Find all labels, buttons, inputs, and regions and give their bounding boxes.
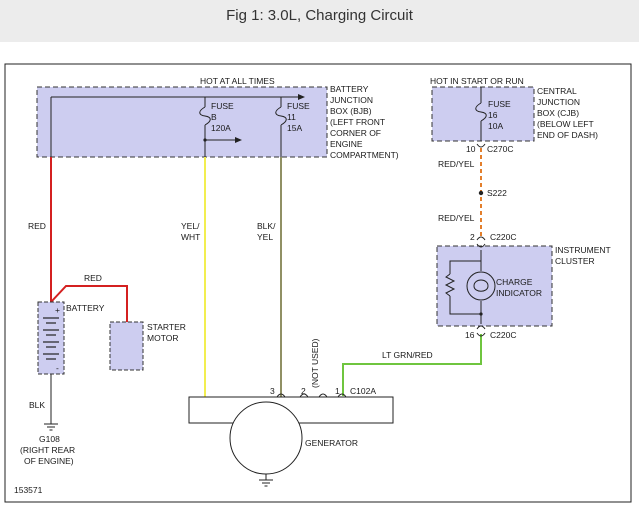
- connector-c220c-bottom-pin: 16: [465, 330, 475, 340]
- wire-label-blk: BLK: [29, 400, 45, 410]
- svg-text:BLK/: BLK/: [257, 221, 276, 231]
- bjb-label: BATTERY JUNCTION BOX (BJB) (LEFT FRONT C…: [330, 84, 399, 160]
- fuse-b-symbol: [199, 106, 211, 126]
- not-used-label: (NOT USED): [310, 338, 320, 388]
- connector-c220c-bottom-label: C220C: [490, 330, 516, 340]
- wire-lt-grn-red: [342, 334, 482, 396]
- bjb-splice-dot: [203, 138, 207, 142]
- generator-pin-2: 2: [301, 386, 306, 396]
- svg-text:CENTRAL: CENTRAL: [537, 86, 577, 96]
- svg-text:120A: 120A: [211, 123, 231, 133]
- ground-g108-symbol: [44, 423, 58, 431]
- svg-text:YEL/: YEL/: [181, 221, 200, 231]
- wire-red-starter: [50, 285, 128, 322]
- svg-text:15A: 15A: [287, 123, 302, 133]
- connector-c220c-top-symbol: [476, 236, 486, 248]
- svg-text:10A: 10A: [488, 121, 503, 131]
- svg-text:JUNCTION: JUNCTION: [330, 95, 373, 105]
- ground-g108-label: G108 (RIGHT REAR OF ENGINE): [20, 434, 75, 466]
- battery-cells: [43, 317, 59, 360]
- svg-text:STARTER: STARTER: [147, 322, 186, 332]
- generator-pin3-symbol: [276, 393, 286, 398]
- svg-text:FUSE: FUSE: [287, 101, 310, 111]
- svg-text:(BELOW LEFT: (BELOW LEFT: [537, 119, 594, 129]
- starter-motor-box: [109, 321, 144, 371]
- charge-indicator-label: CHARGE INDICATOR: [496, 277, 542, 298]
- cjb-label: CENTRAL JUNCTION BOX (CJB) (BELOW LEFT E…: [537, 86, 598, 140]
- generator-symbol: [229, 401, 303, 475]
- svg-text:(LEFT FRONT: (LEFT FRONT: [330, 117, 385, 127]
- hot-in-start-or-run-label: HOT IN START OR RUN: [430, 76, 524, 86]
- svg-text:CLUSTER: CLUSTER: [555, 256, 595, 266]
- svg-text:B: B: [211, 112, 217, 122]
- battery-plus-sign: +: [55, 305, 60, 315]
- wire-label-blk-yel: BLK/ YEL: [257, 221, 276, 242]
- charge-indicator-filament: [473, 279, 489, 292]
- generator-connector-c102a-symbol: [299, 393, 347, 398]
- fuse-16-label: FUSE 16 10A: [488, 99, 511, 131]
- fuse-11-label: FUSE 11 15A: [287, 101, 310, 133]
- svg-text:JUNCTION: JUNCTION: [537, 97, 580, 107]
- splice-s222: [478, 190, 484, 196]
- svg-text:INSTRUMENT: INSTRUMENT: [555, 245, 611, 255]
- svg-text:YEL: YEL: [257, 232, 273, 242]
- wire-label-red-yel-2: RED/YEL: [438, 213, 475, 223]
- battery-box: [37, 301, 65, 375]
- generator-pin-3: 3: [270, 386, 275, 396]
- svg-text:END OF DASH): END OF DASH): [537, 130, 598, 140]
- generator-pin-1: 1: [335, 386, 340, 396]
- svg-text:MOTOR: MOTOR: [147, 333, 178, 343]
- fuse-16-symbol: [475, 102, 487, 122]
- svg-text:16: 16: [488, 110, 498, 120]
- cluster-label: INSTRUMENT CLUSTER: [555, 245, 611, 266]
- svg-text:WHT: WHT: [181, 232, 200, 242]
- bjb-branch-arrow: [235, 137, 242, 143]
- battery-minus-sign: -: [56, 363, 59, 373]
- wire-label-red-yel-1: RED/YEL: [438, 159, 475, 169]
- connector-c220c-bottom-symbol: [476, 325, 486, 337]
- svg-text:BOX (BJB): BOX (BJB): [330, 106, 372, 116]
- fuse-b-label: FUSE B 120A: [211, 101, 234, 133]
- generator-label: GENERATOR: [305, 438, 358, 448]
- svg-text:CHARGE: CHARGE: [496, 277, 533, 287]
- connector-c102a-label: C102A: [350, 386, 376, 396]
- splice-s222-label: S222: [487, 188, 507, 198]
- connector-c270c-symbol: [476, 143, 486, 148]
- connector-c220c-top-pin: 2: [470, 232, 475, 242]
- svg-text:(RIGHT REAR: (RIGHT REAR: [20, 445, 75, 455]
- wire-label-red-starter: RED: [84, 273, 102, 283]
- svg-text:FUSE: FUSE: [488, 99, 511, 109]
- svg-text:OF ENGINE): OF ENGINE): [24, 456, 74, 466]
- svg-text:BOX (CJB): BOX (CJB): [537, 108, 579, 118]
- connector-c220c-top-label: C220C: [490, 232, 516, 242]
- generator-ground-symbol: [259, 474, 273, 487]
- starter-motor-label: STARTER MOTOR: [147, 322, 186, 343]
- cluster-internal-lines: [444, 250, 482, 324]
- cluster-splice-dot: [479, 312, 483, 316]
- figure-header: Fig 1: 3.0L, Charging Circuit: [0, 0, 639, 42]
- svg-text:G108: G108: [39, 434, 60, 444]
- svg-text:11: 11: [287, 112, 296, 122]
- svg-text:ENGINE: ENGINE: [330, 139, 363, 149]
- connector-c270c-label: C270C: [487, 144, 513, 154]
- hot-at-all-times-label: HOT AT ALL TIMES: [200, 76, 275, 86]
- fuse-11-symbol: [275, 106, 287, 126]
- wire-label-red-main: RED: [28, 221, 46, 231]
- bjb-bus-arrow: [298, 94, 305, 100]
- svg-text:COMPARTMENT): COMPARTMENT): [330, 150, 399, 160]
- diagram-frame: [4, 63, 632, 503]
- svg-text:FUSE: FUSE: [211, 101, 234, 111]
- figure-number: 153571: [14, 485, 43, 495]
- wire-label-lt-grn-red: LT GRN/RED: [382, 350, 433, 360]
- wire-label-yel-wht: YEL/ WHT: [181, 221, 200, 242]
- svg-text:CORNER OF: CORNER OF: [330, 128, 381, 138]
- connector-c270c-pin: 10: [466, 144, 476, 154]
- svg-text:INDICATOR: INDICATOR: [496, 288, 542, 298]
- figure-title: Fig 1: 3.0L, Charging Circuit: [226, 7, 413, 24]
- svg-text:BATTERY: BATTERY: [330, 84, 369, 94]
- battery-label: BATTERY: [66, 303, 105, 313]
- charge-indicator-lamp: [466, 271, 496, 301]
